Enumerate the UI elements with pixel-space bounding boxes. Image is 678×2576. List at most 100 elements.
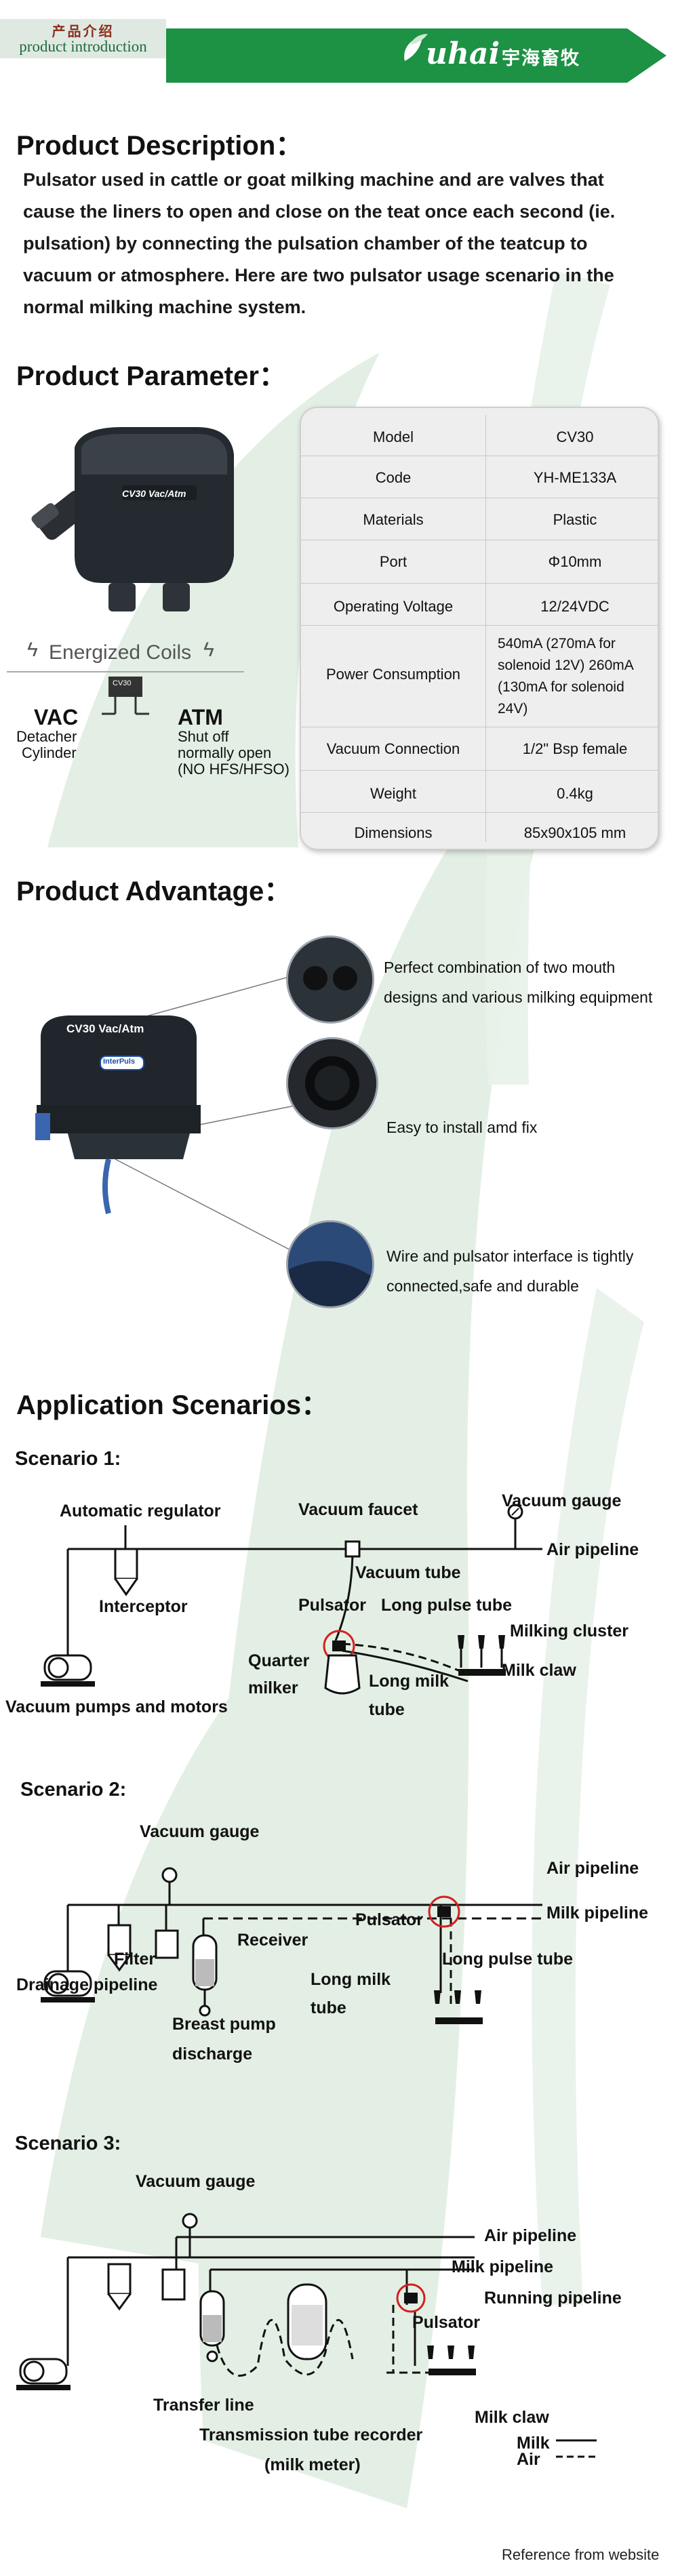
reference-note: Reference from website — [502, 2546, 660, 2563]
s2-pulsator: Pulsator — [355, 1910, 424, 1929]
s3-recorder: Transmission tube recorder — [199, 2426, 423, 2444]
pulsator-highlight-icon — [428, 1895, 460, 1928]
advantage-1-line1: Perfect combination of two mouth — [384, 959, 616, 976]
adv-device-label: CV30 Vac/Atm — [66, 1022, 144, 1035]
filter-icon — [155, 1929, 179, 1959]
advantage-photo-2 — [286, 1037, 378, 1129]
header-tag-en: product introduction — [19, 38, 147, 55]
description-text: Pulsator used in cattle or goat milking … — [23, 169, 616, 317]
s1-milker: milker — [248, 1678, 298, 1697]
coils-divider — [7, 671, 244, 672]
s3-milk-meter: (milk meter) — [264, 2455, 361, 2474]
advantage-3-line1: Wire and pulsator interface is tightly — [386, 1247, 634, 1265]
milking-cluster-icon — [458, 1635, 506, 1676]
vacuum-pump-icon — [16, 2358, 71, 2390]
pulsator-icon — [404, 2293, 418, 2303]
scenario-1-title: Scenario 1: — [15, 1448, 121, 1470]
receiver-icon — [192, 1934, 218, 2017]
s2-discharge: discharge — [172, 2045, 253, 2064]
description-heading: Product Description： — [16, 131, 303, 161]
advantage-1-line2: designs and various milking equipment — [384, 988, 653, 1006]
header-tag-cn: 产品介绍 — [52, 23, 115, 39]
s3-running-pipeline: Running pipeline — [484, 2289, 622, 2308]
pulsator-photo — [31, 427, 234, 611]
receiver-icon — [199, 2290, 225, 2362]
header-banner — [166, 28, 666, 83]
coil-chip — [102, 677, 149, 715]
lightning-icon: ϟ — [27, 639, 38, 661]
s2-long-milk: Long milk — [311, 1970, 391, 1989]
s2-long-pulse-tube: Long pulse tube — [442, 1950, 574, 1969]
interceptor-icon — [107, 1924, 132, 1972]
s1-automatic-regulator: Automatic regulator — [60, 1502, 221, 1521]
scenario-3-title: Scenario 3: — [15, 2133, 121, 2154]
adv-brand: InterPuls — [103, 1058, 136, 1066]
scenario-3-diagram — [16, 2213, 597, 2458]
atm-sub1: Shut off — [178, 728, 229, 745]
pulsator-icon — [437, 1906, 451, 1917]
interceptor-icon — [114, 1548, 138, 1596]
vacuum-faucet-icon — [344, 1540, 361, 1558]
vacuum-pump-icon — [41, 1970, 95, 2003]
header-tag — [0, 19, 166, 58]
s3-legend-air: Air — [517, 2450, 540, 2469]
vacuum-gauge-icon — [182, 2213, 198, 2229]
milking-cluster-icon — [427, 2346, 476, 2375]
scenario-2-title: Scenario 2: — [20, 1779, 127, 1800]
s2-breast-pump: Breast pump — [172, 2015, 276, 2034]
vac-sub1: Detacher — [16, 728, 77, 745]
pulsator-highlight-icon — [396, 2283, 426, 2313]
s1-quarter: Quarter — [248, 1651, 310, 1670]
coils-title: Energized Coils — [49, 641, 192, 664]
pulsator-icon — [332, 1641, 346, 1651]
legend-lines-icon — [556, 2439, 597, 2458]
scenario-2-diagram — [41, 1867, 542, 2024]
s3-legend-milk: Milk — [517, 2434, 550, 2453]
s1-vacuum-gauge: Vacuum gauge — [502, 1491, 622, 1510]
param-device-label: CV30 Vac/Atm — [122, 488, 186, 499]
advantage-3-line2: connected,safe and durable — [386, 1277, 579, 1295]
s3-milk-pipeline: Milk pipeline — [452, 2257, 554, 2276]
s3-transfer-line: Transfer line — [153, 2396, 254, 2415]
s1-interceptor: Interceptor — [99, 1597, 188, 1616]
milk-meter-icon — [287, 2283, 327, 2360]
advantage-2-line1: Easy to install amd fix — [386, 1119, 538, 1136]
application-heading: Application Scenarios： — [16, 1390, 329, 1420]
s2-drainage-pipeline: Drainage pipeline — [16, 1975, 158, 1994]
advantage-heading: Product Advantage： — [16, 877, 292, 906]
s1-air-pipeline: Air pipeline — [546, 1540, 639, 1559]
vac-label: VAC — [34, 705, 79, 729]
s1-vacuum-tube: Vacuum tube — [355, 1563, 461, 1582]
atm-sub3: (NO HFS/HFSO) — [178, 761, 290, 778]
leaf-logo-icon — [404, 34, 428, 61]
s1-vacuum-faucet: Vacuum faucet — [298, 1500, 418, 1519]
quarter-milker-icon — [324, 1654, 361, 1695]
atm-label: ATM — [178, 705, 223, 729]
s3-milk-claw: Milk claw — [475, 2408, 549, 2427]
logo-cn: 宇海畜牧 — [502, 48, 580, 69]
advantage-photo-3 — [286, 1220, 374, 1308]
vac-sub2: Cylinder — [22, 744, 77, 761]
vacuum-gauge-icon — [507, 1504, 523, 1520]
interceptor-icon — [107, 2263, 132, 2311]
s2-receiver: Receiver — [237, 1931, 308, 1950]
atm-sub2: normally open — [178, 744, 272, 761]
filter-icon — [161, 2268, 186, 2301]
s2-filter: Filter — [114, 1950, 156, 1969]
s2-tube: tube — [311, 1998, 346, 2017]
vacuum-gauge-icon — [161, 1867, 178, 1883]
s2-vacuum-gauge: Vacuum gauge — [140, 1822, 260, 1841]
s1-tube: tube — [369, 1700, 405, 1719]
s1-pulsator: Pulsator — [298, 1596, 367, 1615]
coil-chip-label: CV30 — [113, 679, 132, 687]
scenario-1-diagram — [41, 1504, 542, 1695]
lightning-icon-right: ϟ — [203, 639, 214, 661]
vacuum-pump-icon — [41, 1654, 95, 1687]
s1-milk-claw: Milk claw — [502, 1661, 576, 1680]
s3-pulsator: Pulsator — [412, 2313, 481, 2332]
advantage-photo-1 — [286, 935, 374, 1024]
s2-air-pipeline: Air pipeline — [546, 1859, 639, 1878]
s1-vacuum-pumps: Vacuum pumps and motors — [5, 1697, 228, 1716]
s1-milking-cluster: Milking cluster — [510, 1622, 629, 1641]
